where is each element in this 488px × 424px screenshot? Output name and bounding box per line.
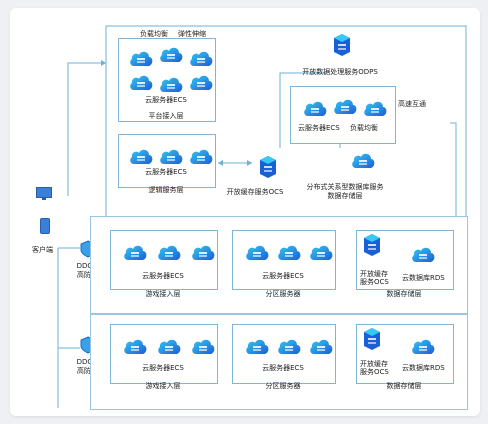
cloud-server-icon (158, 144, 184, 170)
database-icon (362, 328, 382, 352)
cloud-server-icon (276, 240, 302, 266)
label-ddos-ip-1: 高防IP (76, 271, 98, 279)
label-client: 客户端 (32, 246, 53, 254)
cloud-server-icon (190, 334, 216, 360)
cloud-server-icon (188, 144, 214, 170)
database-icon (258, 156, 278, 180)
label-ecs-game-2: 云服务器ECS (142, 364, 184, 372)
label-highspeed: 高速互通 (398, 100, 426, 108)
label-odps: 开放数据处理服务ODPS (302, 68, 378, 76)
label-rds-mid: 云数据库RDS (402, 274, 445, 282)
label-load-balancer-top: 负载均衡 (140, 30, 168, 38)
desktop-icon (36, 186, 52, 200)
label-ocs-mid-1: 开放缓存 (360, 270, 388, 278)
label-game-layer-2: 游戏接入层 (145, 382, 181, 390)
cloud-server-icon (244, 334, 270, 360)
cloud-server-icon (188, 70, 214, 96)
label-ocs-mid-2: 服务OCS (360, 278, 389, 286)
label-ecs-db: 云服务器ECS (298, 124, 340, 132)
label-db-service: 分布式关系型数据库服务 (306, 183, 384, 191)
label-ecs-zone-2: 云服务器ECS (262, 364, 304, 372)
cloud-server-icon (158, 42, 184, 68)
cloud-server-icon (122, 240, 148, 266)
label-ecs-zone-1: 云服务器ECS (262, 272, 304, 280)
cloud-server-icon (276, 334, 302, 360)
cloud-server-icon (308, 334, 334, 360)
cloud-server-icon (244, 240, 270, 266)
label-load-balancer-db: 负载均衡 (350, 124, 378, 132)
label-storage-2: 数据存储层 (386, 382, 422, 390)
label-zone-2: 分区服务器 (265, 382, 301, 390)
architecture-canvas: 负载均衡 弹性伸缩 云服务器ECS 平台接入层 云服务器ECS 逻辑服务层 开放… (10, 8, 480, 416)
label-db-storage: 数据存储层 (327, 192, 363, 200)
cloud-server-icon (302, 96, 328, 122)
label-ocs-bot-1: 开放缓存 (360, 360, 388, 368)
cloud-server-icon (128, 46, 154, 72)
label-ecs-platform: 云服务器ECS (145, 96, 187, 104)
label-ddos-2: DDOS (76, 358, 98, 366)
phone-icon (40, 218, 50, 234)
label-ecs-logic: 云服务器ECS (145, 168, 187, 176)
label-game-layer-1: 游戏接入层 (145, 290, 181, 298)
cloud-server-icon (128, 144, 154, 170)
cloud-server-icon (190, 240, 216, 266)
cloud-server-icon (410, 242, 436, 268)
label-ddos-ip-2: 高防IP (76, 367, 98, 375)
cloud-server-icon (122, 334, 148, 360)
cloud-server-icon (188, 46, 214, 72)
label-platform-layer: 平台接入层 (148, 112, 184, 120)
cloud-server-icon (156, 240, 182, 266)
cloud-server-icon (332, 94, 358, 120)
label-ocs-top: 开放缓存服务OCS (226, 188, 284, 196)
cloud-server-icon (128, 70, 154, 96)
label-ddos-1: DDOS (76, 262, 98, 270)
label-rds-bot: 云数据库RDS (402, 364, 445, 372)
database-icon (332, 34, 352, 58)
cloud-server-icon (410, 334, 436, 360)
database-icon (362, 234, 382, 258)
label-zone-1: 分区服务器 (265, 290, 301, 298)
cloud-server-icon (362, 96, 388, 122)
cloud-server-icon (158, 72, 184, 98)
cloud-server-icon (308, 240, 334, 266)
label-ecs-game-1: 云服务器ECS (142, 272, 184, 280)
cloud-server-icon (156, 334, 182, 360)
label-logic-layer: 逻辑服务层 (148, 186, 184, 194)
label-storage-1: 数据存储层 (386, 290, 422, 298)
label-elastic-scaling: 弹性伸缩 (178, 30, 206, 38)
label-ocs-bot-2: 服务OCS (360, 368, 389, 376)
cloud-server-icon (350, 148, 376, 174)
